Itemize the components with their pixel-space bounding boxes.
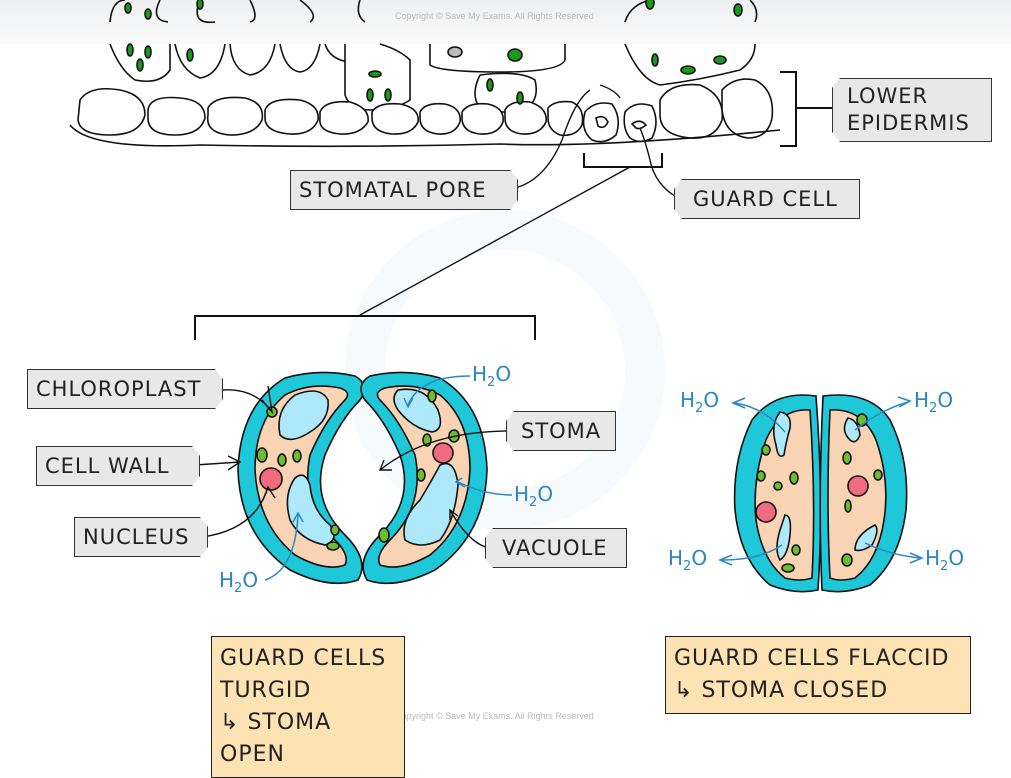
summary-closed-line1: GUARD CELLS FLACCID xyxy=(674,646,950,671)
label-vacuole-text: VACUOLE xyxy=(502,535,608,560)
label-chloroplast-text: CHLOROPLAST xyxy=(36,376,202,401)
label-chloroplast: CHLOROPLAST xyxy=(27,369,223,409)
guard-cells-closed xyxy=(733,394,908,593)
h2o-closed-top-right: H2O xyxy=(914,388,954,416)
label-guard-cell-text: GUARD CELL xyxy=(693,186,838,211)
label-lower-epidermis: LOWER EPIDERMIS xyxy=(832,78,992,142)
guard-cells-open xyxy=(237,371,488,585)
h2o-open-top: H2O xyxy=(472,362,512,390)
epidermis-bracket xyxy=(780,71,841,147)
summary-open: GUARD CELLS TURGID ↳ STOMA OPEN xyxy=(211,636,405,778)
label-stoma-text: STOMA xyxy=(521,418,602,443)
leaf-cells-top xyxy=(109,0,758,24)
label-guard-cell: GUARD CELL xyxy=(674,179,860,219)
label-lower-epidermis-line1: LOWER xyxy=(847,84,929,108)
diagram-canvas xyxy=(69,0,924,593)
summary-open-line2: ↳ STOMA OPEN xyxy=(220,710,332,767)
watermark-logo xyxy=(345,210,665,530)
label-cell-wall-text: CELL WALL xyxy=(45,453,170,478)
label-stoma: STOMA xyxy=(506,411,616,451)
turn-arrow-icon: ↳ xyxy=(674,678,702,703)
copyright-bottom: Copyright © Save My Exams. All Rights Re… xyxy=(395,711,594,721)
copyright-top: Copyright © Save My Exams. All Rights Re… xyxy=(395,11,594,21)
summary-open-line1: GUARD CELLS TURGID xyxy=(220,646,387,703)
h2o-closed-top-left: H2O xyxy=(680,388,720,416)
water-arrows-closed xyxy=(718,396,924,566)
summary-closed: GUARD CELLS FLACCID ↳ STOMA CLOSED xyxy=(665,636,971,714)
h2o-closed-bottom-left: H2O xyxy=(668,546,708,574)
water-arrows-open xyxy=(264,375,513,581)
top-band xyxy=(0,0,1011,44)
h2o-open-bottom: H2O xyxy=(219,568,259,596)
turn-arrow-icon: ↳ xyxy=(220,710,248,735)
label-lower-epidermis-line2: EPIDERMIS xyxy=(847,111,970,135)
h2o-open-right: H2O xyxy=(514,482,554,510)
label-stomatal-pore-text: STOMATAL PORE xyxy=(299,177,487,202)
leaf-cells-lower xyxy=(69,43,781,148)
label-stomatal-pore: STOMATAL PORE xyxy=(290,170,518,210)
label-nucleus-text: NUCLEUS xyxy=(83,524,190,549)
h2o-closed-bottom-right: H2O xyxy=(925,546,965,574)
label-nucleus: NUCLEUS xyxy=(74,517,208,557)
pointer-lines-top xyxy=(194,84,679,340)
label-vacuole: VACUOLE xyxy=(485,528,627,568)
summary-closed-line2: ↳ STOMA CLOSED xyxy=(674,678,889,703)
label-cell-wall: CELL WALL xyxy=(36,446,200,486)
